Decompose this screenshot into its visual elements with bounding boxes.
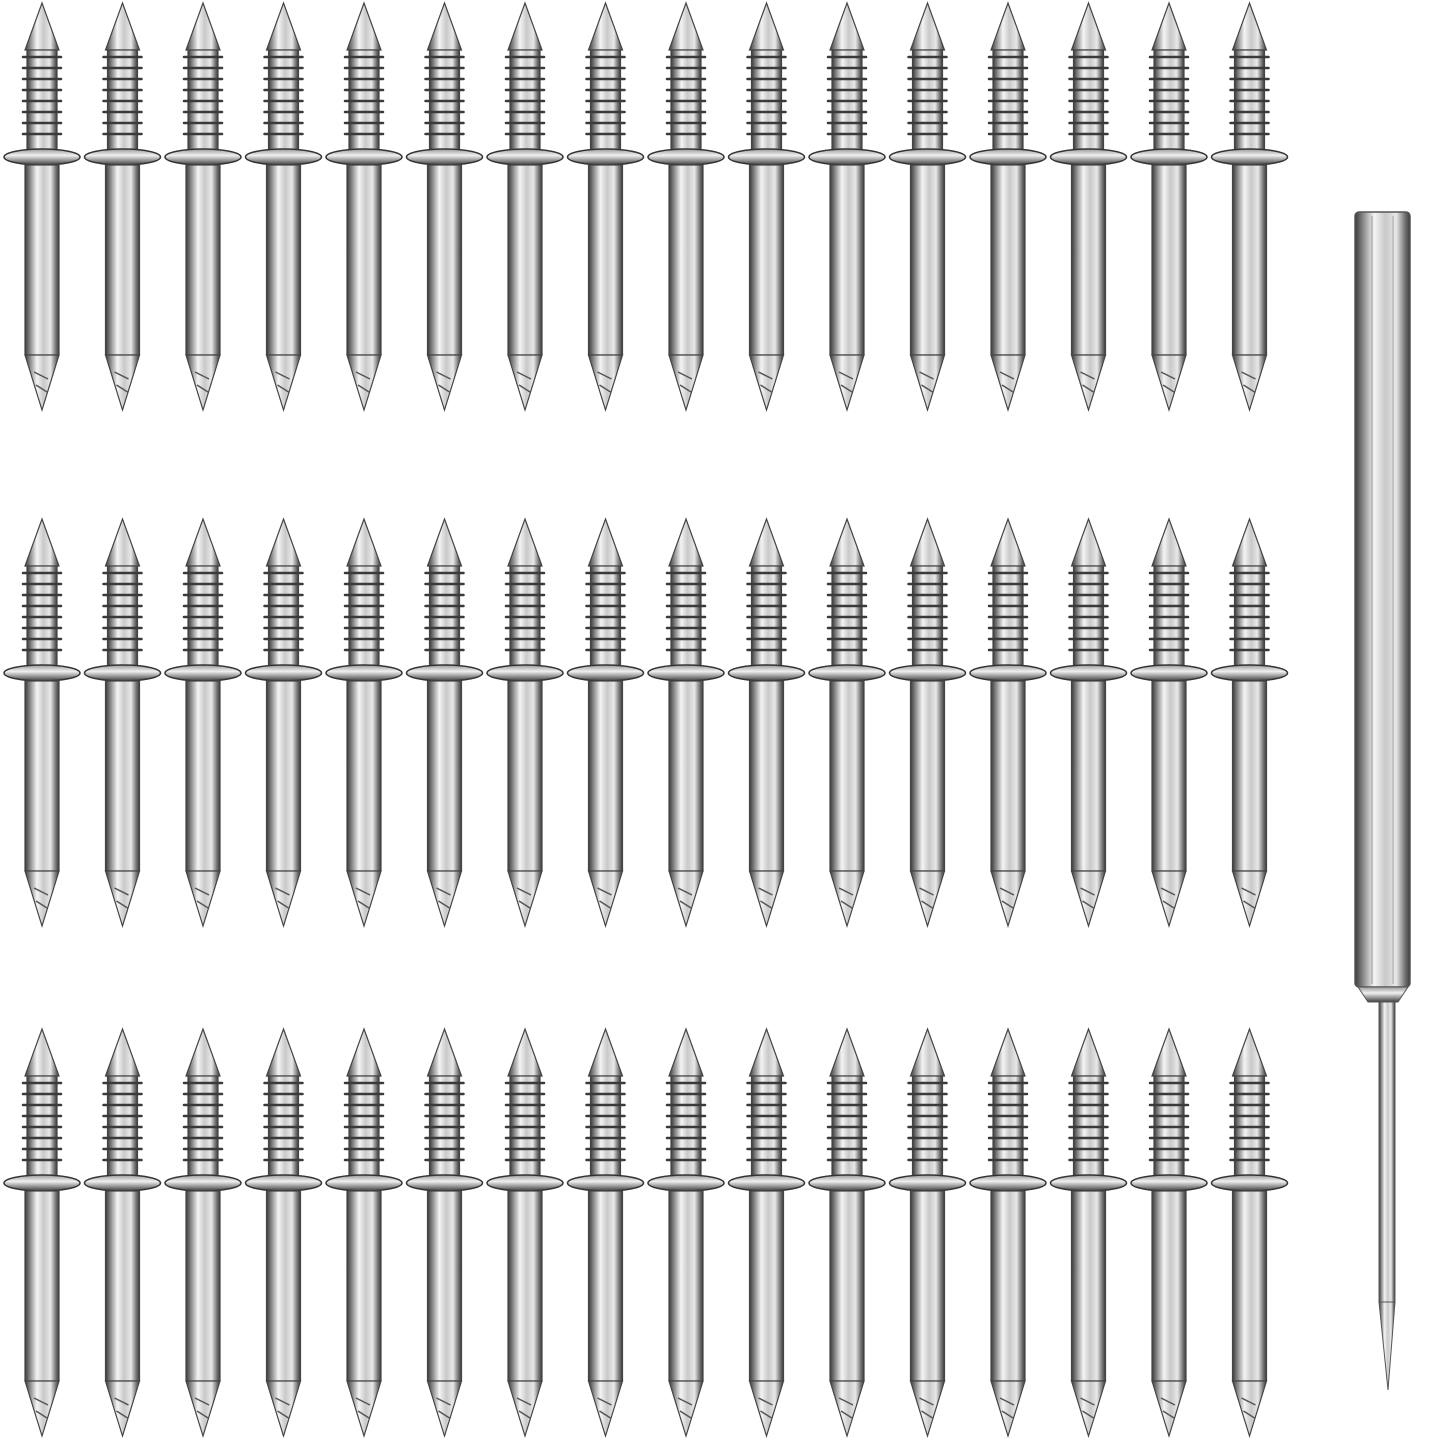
nail: [83, 517, 162, 929]
nail: [647, 1, 725, 413]
nail: [808, 517, 886, 929]
nail: [969, 1, 1047, 413]
nail: [3, 517, 81, 929]
nail: [486, 517, 564, 929]
nail: [164, 1, 242, 413]
nail: [3, 1027, 81, 1439]
nail: [727, 517, 806, 929]
nail: [325, 1, 403, 413]
nail: [808, 1027, 886, 1439]
nail: [888, 517, 967, 929]
nail: [888, 1027, 967, 1439]
nail: [405, 1027, 484, 1439]
nail: [486, 1, 564, 413]
nail: [1130, 1, 1208, 413]
nail: [888, 1, 967, 413]
nail-setting-tool: [1354, 211, 1411, 1391]
nail: [727, 1027, 806, 1439]
nail: [969, 1027, 1047, 1439]
nail: [244, 1, 323, 413]
nail: [244, 517, 323, 929]
nail: [1049, 517, 1128, 929]
nail: [566, 517, 645, 929]
nail: [164, 1027, 242, 1439]
nail: [1049, 1027, 1128, 1439]
nail: [325, 1027, 403, 1439]
nail: [244, 1027, 323, 1439]
nail: [1130, 517, 1208, 929]
nail: [647, 1027, 725, 1439]
nail: [486, 1027, 564, 1439]
nail-grid: [3, 1, 1289, 1439]
nail: [566, 1027, 645, 1439]
nail: [325, 517, 403, 929]
nail: [83, 1, 162, 413]
nail: [1210, 1027, 1289, 1439]
nail: [647, 517, 725, 929]
nail: [405, 1, 484, 413]
nail: [164, 517, 242, 929]
nail: [727, 1, 806, 413]
nail: [1130, 1027, 1208, 1439]
nail: [808, 1, 886, 413]
nail: [405, 517, 484, 929]
nail: [1049, 1, 1128, 413]
nail: [1210, 517, 1289, 929]
nail: [1210, 1, 1289, 413]
nail: [566, 1, 645, 413]
nail: [969, 517, 1047, 929]
nail: [3, 1, 81, 413]
nail: [83, 1027, 162, 1439]
